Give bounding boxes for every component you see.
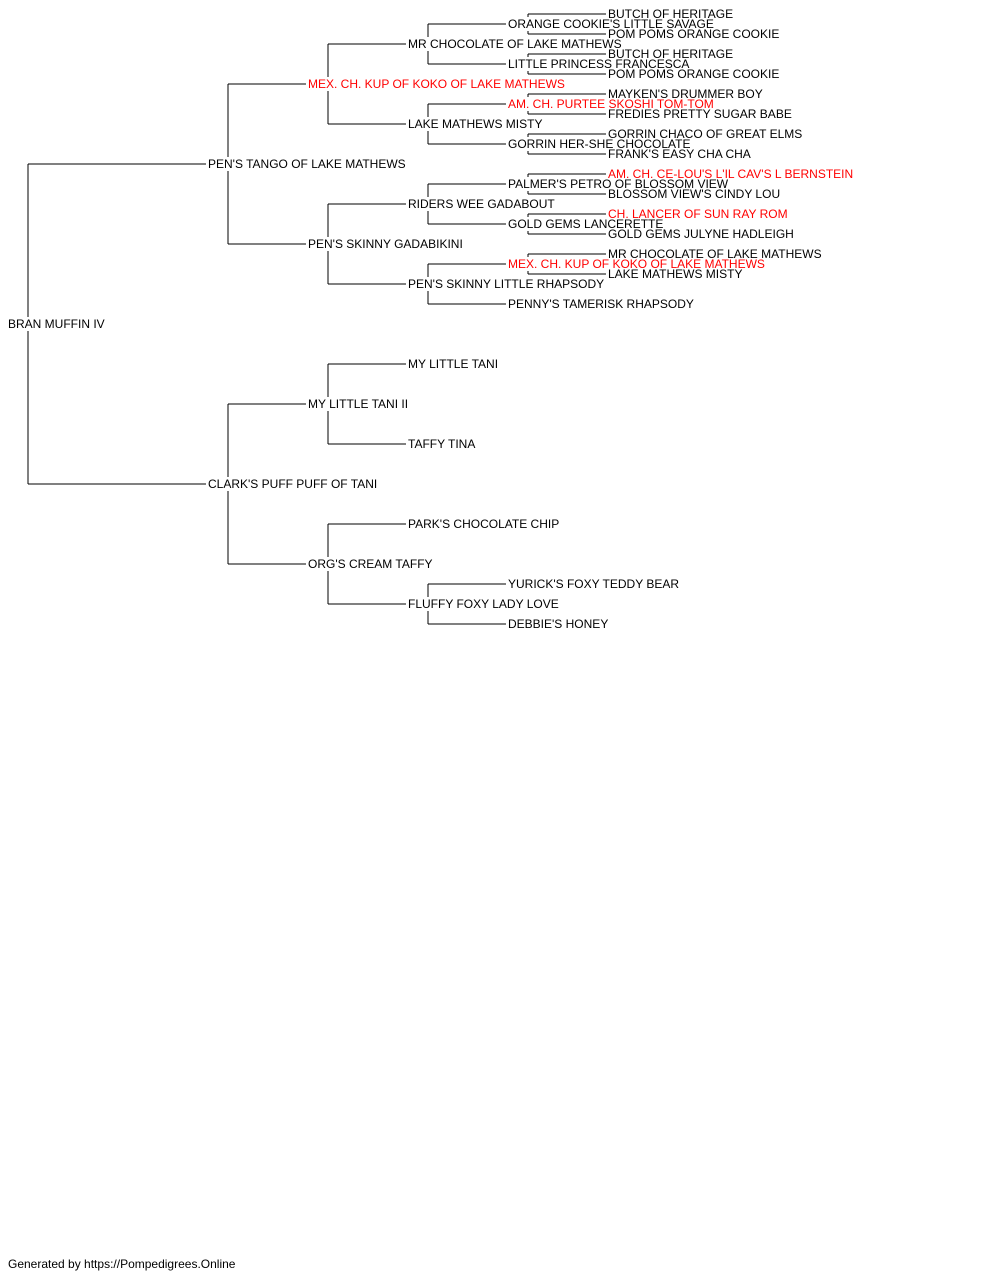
pedigree-node-gen5-champion: CH. LANCER OF SUN RAY ROM [608, 207, 788, 221]
pedigree-node-gen4: PENNY'S TAMERISK RHAPSODY [508, 297, 694, 311]
pedigree-node-gen4: DEBBIE'S HONEY [508, 617, 609, 631]
footer-credit: Generated by https://Pompedigrees.Online [8, 1257, 236, 1271]
pedigree-node-gen3: PEN'S SKINNY LITTLE RHAPSODY [408, 277, 605, 291]
pedigree-node-gen3: FLUFFY FOXY LADY LOVE [408, 597, 559, 611]
pedigree-node-gen5: POM POMS ORANGE COOKIE [608, 67, 780, 81]
pedigree-node-gen3: MR CHOCOLATE OF LAKE MATHEWS [408, 37, 622, 51]
pedigree-node-gen4: GORRIN HER-SHE CHOCOLATE [508, 137, 691, 151]
pedigree-node-gen1: CLARK'S PUFF PUFF OF TANI [208, 477, 378, 491]
pedigree-node-gen5: GORRIN CHACO OF GREAT ELMS [608, 127, 803, 141]
pedigree-node-gen3: RIDERS WEE GADABOUT [408, 197, 555, 211]
pedigree-node-gen2: PEN'S SKINNY GADABIKINI [308, 237, 463, 251]
pedigree-node-gen3: TAFFY TINA [408, 437, 476, 451]
pedigree-node-gen5: FREDIES PRETTY SUGAR BABE [608, 107, 792, 121]
pedigree-node-gen2: MY LITTLE TANI II [308, 397, 409, 411]
pedigree-node-gen4: YURICK'S FOXY TEDDY BEAR [508, 577, 680, 591]
pedigree-node-gen5: MAYKEN'S DRUMMER BOY [608, 87, 763, 101]
pedigree-node-gen3: PARK'S CHOCOLATE CHIP [408, 517, 560, 531]
pedigree-node-gen3: LAKE MATHEWS MISTY [408, 117, 543, 131]
pedigree-node-gen2-champion: MEX. CH. KUP OF KOKO OF LAKE MATHEWS [308, 77, 565, 91]
pedigree-node-gen4-champion: AM. CH. PURTEE SKOSHI TOM-TOM [508, 97, 714, 111]
pedigree-node-gen5: POM POMS ORANGE COOKIE [608, 27, 780, 41]
pedigree-node-gen2: ORG'S CREAM TAFFY [308, 557, 433, 571]
pedigree-node-gen4-champion: MEX. CH. KUP OF KOKO OF LAKE MATHEWS [508, 257, 765, 271]
pedigree-node-gen4: ORANGE COOKIE'S LITTLE SAVAGE [508, 17, 714, 31]
pedigree-node-gen5: MR CHOCOLATE OF LAKE MATHEWS [608, 247, 822, 261]
pedigree-node-gen5: BLOSSOM VIEW'S CINDY LOU [608, 187, 781, 201]
pedigree-node-gen3: MY LITTLE TANI [408, 357, 499, 371]
pedigree-node-gen4: PALMER'S PETRO OF BLOSSOM VIEW [508, 177, 729, 191]
pedigree-node-gen5: FRANK'S EASY CHA CHA [608, 147, 751, 161]
pedigree-node-gen4: LITTLE PRINCESS FRANCESCA [508, 57, 690, 71]
pedigree-node-gen5: GOLD GEMS JULYNE HADLEIGH [608, 227, 794, 241]
pedigree-node-gen5-champion: AM. CH. CE-LOU'S L'IL CAV'S L BERNSTEIN [608, 167, 854, 181]
pedigree-node-gen5: BUTCH OF HERITAGE [608, 7, 734, 21]
pedigree-node-gen5: BUTCH OF HERITAGE [608, 47, 734, 61]
pedigree-node-gen5: LAKE MATHEWS MISTY [608, 267, 743, 281]
pedigree-node-gen0: BRAN MUFFIN IV [8, 317, 105, 331]
pedigree-node-gen1: PEN'S TANGO OF LAKE MATHEWS [208, 157, 406, 171]
pedigree-node-gen4: GOLD GEMS LANCERETTE [508, 217, 664, 231]
